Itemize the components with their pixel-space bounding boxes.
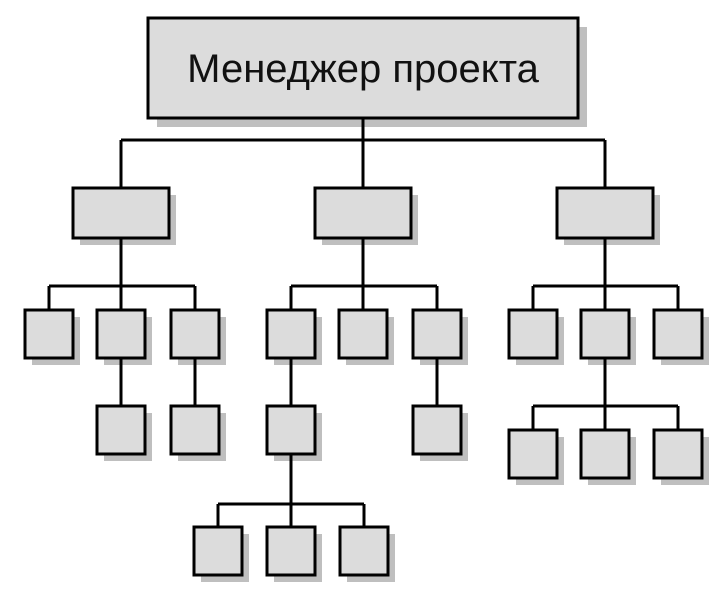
- node-box: [192, 525, 244, 577]
- node-box: [579, 428, 631, 480]
- node-box: [411, 308, 463, 360]
- node-box: [507, 428, 559, 480]
- node-box: [265, 404, 317, 456]
- node-box: [652, 308, 704, 360]
- node-box: [23, 308, 75, 360]
- level1-box-1: [71, 186, 171, 240]
- root-box: [146, 16, 580, 120]
- node-box: [95, 308, 147, 360]
- node-box: [169, 404, 221, 456]
- node-box: [95, 404, 147, 456]
- node-box: [507, 308, 559, 360]
- connector-layer: [47, 118, 680, 527]
- root-label: Менеджер проекта: [187, 47, 539, 91]
- level1-box-2: [313, 186, 413, 240]
- node-box: [579, 308, 631, 360]
- node-box: [411, 404, 463, 456]
- node-box: [169, 308, 221, 360]
- level1-box-3: [555, 186, 655, 240]
- node-box: [338, 525, 390, 577]
- node-box: [265, 525, 317, 577]
- box-layer: [23, 16, 704, 577]
- node-box: [265, 308, 317, 360]
- node-box: [337, 308, 389, 360]
- node-box: [652, 428, 704, 480]
